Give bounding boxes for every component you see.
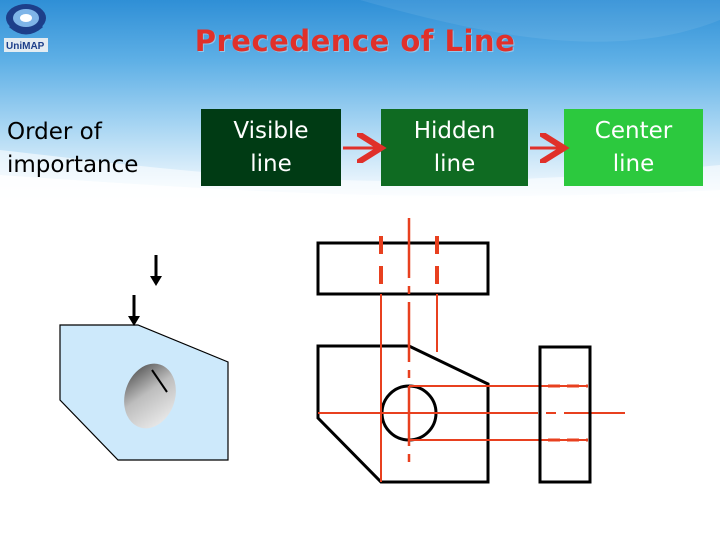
top-view-hidden-lines: [379, 236, 439, 294]
top-view-rectangle: [316, 241, 490, 296]
order-of-importance-label: Order of importance: [7, 119, 139, 178]
projection-lines: [318, 294, 625, 482]
unimap-logo-icon: UniMAP: [4, 4, 48, 52]
header-wave-decoration: [0, 0, 720, 205]
svg-text:UniMAP: UniMAP: [6, 41, 45, 52]
pictorial-object: [59, 324, 229, 461]
slide-title: Precedence of Line: [194, 24, 516, 58]
hole-shading: [124, 363, 176, 429]
side-view-hidden-lines: [548, 384, 588, 442]
side-view-rectangle: [538, 345, 592, 484]
view-direction-arrows: [128, 255, 162, 326]
